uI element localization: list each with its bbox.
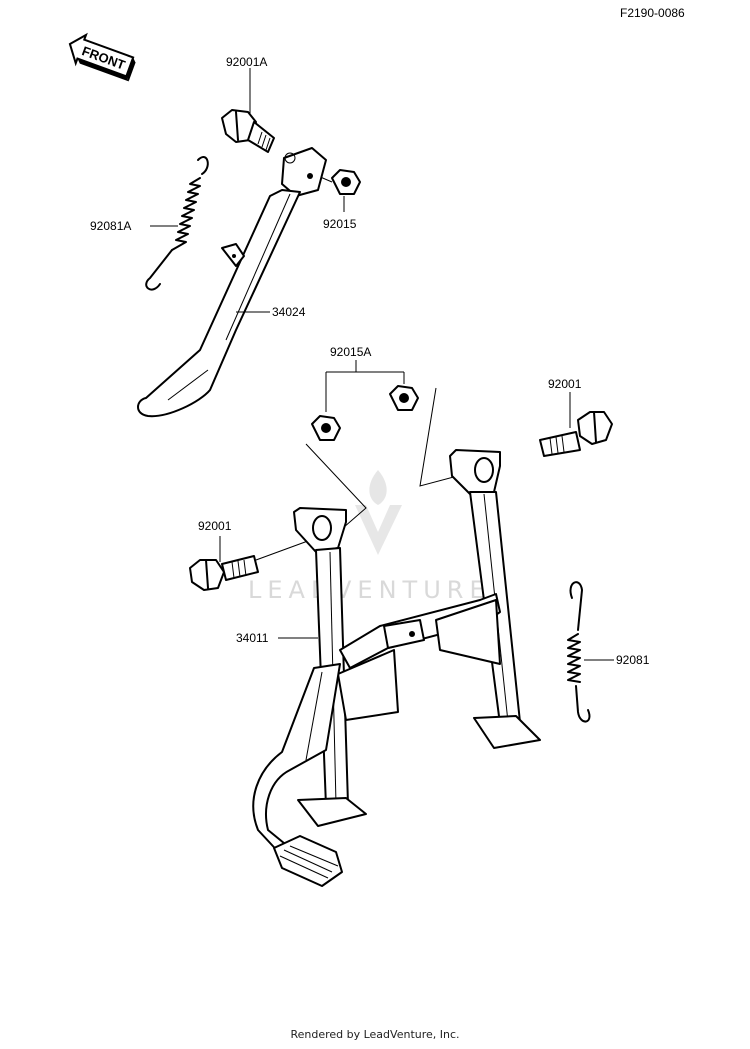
label-92015A: 92015A (330, 345, 371, 359)
label-92015: 92015 (323, 217, 357, 231)
label-92001A: 92001A (226, 55, 267, 69)
label-92081: 92081 (616, 653, 650, 667)
footer-credit: Rendered by LeadVenture, Inc. (290, 1028, 460, 1041)
spring-icon (145, 156, 209, 291)
label-92001-right: 92001 (548, 377, 582, 391)
label-92001-left: 92001 (198, 519, 232, 533)
watermark-logo-icon (355, 470, 402, 555)
spring-icon (567, 581, 591, 723)
label-92081A: 92081A (90, 219, 131, 233)
front-arrow-icon: FRONT (68, 32, 136, 82)
side-stand-icon (137, 147, 327, 418)
nut-icon (311, 385, 419, 441)
nut-icon (331, 169, 361, 195)
watermark-text: LEADVENTURE (248, 576, 491, 604)
bolt-icon (189, 555, 259, 591)
bolt-icon (539, 411, 613, 457)
bolt-icon (221, 109, 275, 153)
label-34011: 34011 (236, 631, 269, 645)
main-stand-icon (252, 449, 541, 887)
figure-id: F2190-0086 (620, 6, 685, 20)
label-34024: 34024 (272, 305, 306, 319)
